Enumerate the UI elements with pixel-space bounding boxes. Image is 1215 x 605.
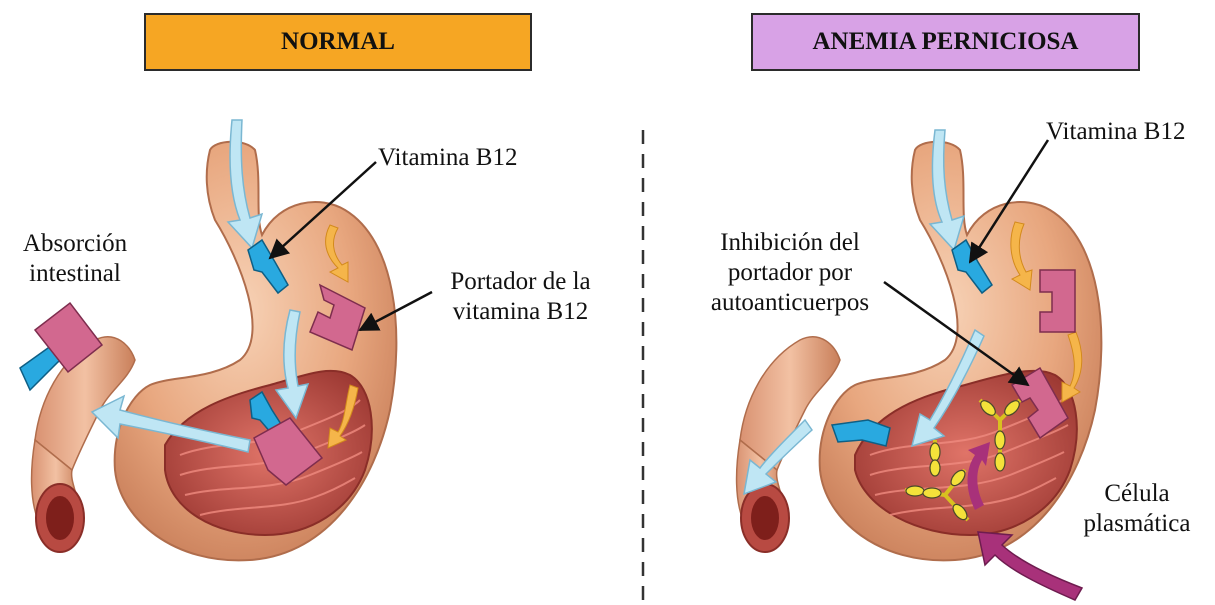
plasma-cell-arrow (978, 532, 1082, 600)
normal-carrier-label: Portador de la vitamina B12 (428, 267, 613, 327)
pernicious-stomach-illustration (737, 142, 1102, 561)
pernicious-vitamin-label: Vitamina B12 (1046, 117, 1185, 147)
autoantibody-3 (930, 440, 940, 476)
normal-vitamin-label: Vitamina B12 (378, 143, 517, 173)
pernicious-intestine-lumen (751, 496, 779, 540)
absorption-label: Absorción intestinal (10, 229, 140, 289)
plasma-cell-label: Célula plasmática (1072, 479, 1202, 539)
inhibition-label: Inhibición del portador por autoanticuer… (700, 228, 880, 318)
normal-intestine-lumen (46, 496, 74, 540)
